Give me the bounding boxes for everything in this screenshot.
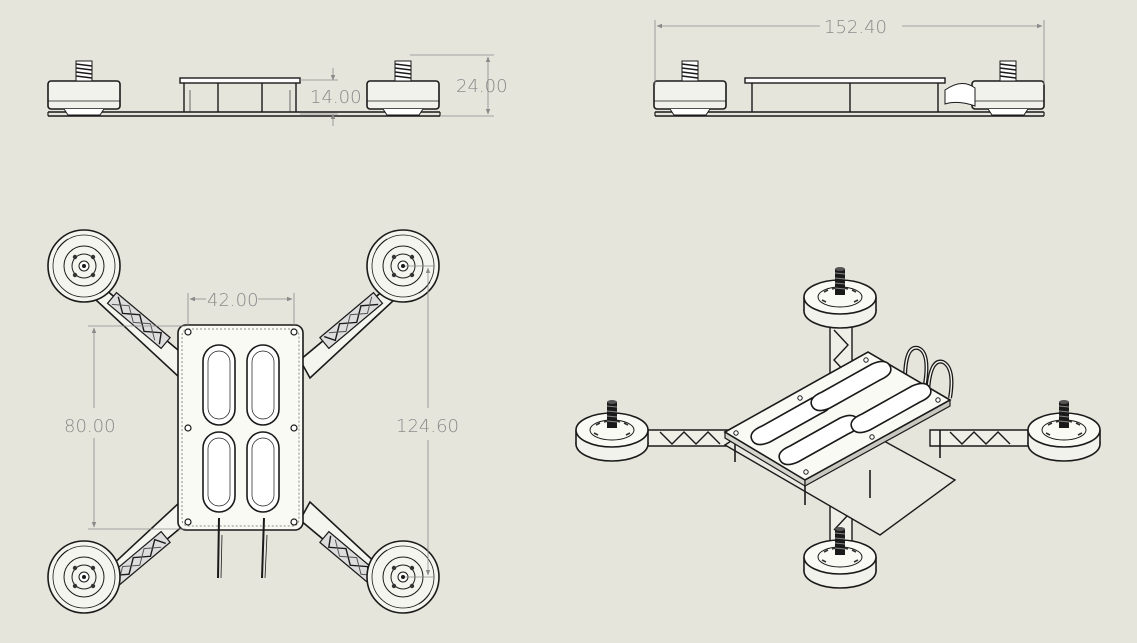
dim-side-total-height: 24.00 [456, 76, 508, 97]
dim-top-motor-span: 124.60 [396, 416, 459, 437]
top-view: 42.00 80.00 124.60 [47, 229, 459, 614]
dim-top-plate-length: 80.00 [64, 416, 116, 437]
isometric-view [575, 266, 1101, 589]
front-view: 152.40 [653, 17, 1045, 117]
dim-side-plate-gap: 14.00 [310, 87, 362, 108]
side-view: 14.00 24.00 [47, 54, 508, 126]
dim-front-width: 152.40 [824, 17, 887, 38]
dim-top-plate-width: 42.00 [207, 290, 259, 311]
